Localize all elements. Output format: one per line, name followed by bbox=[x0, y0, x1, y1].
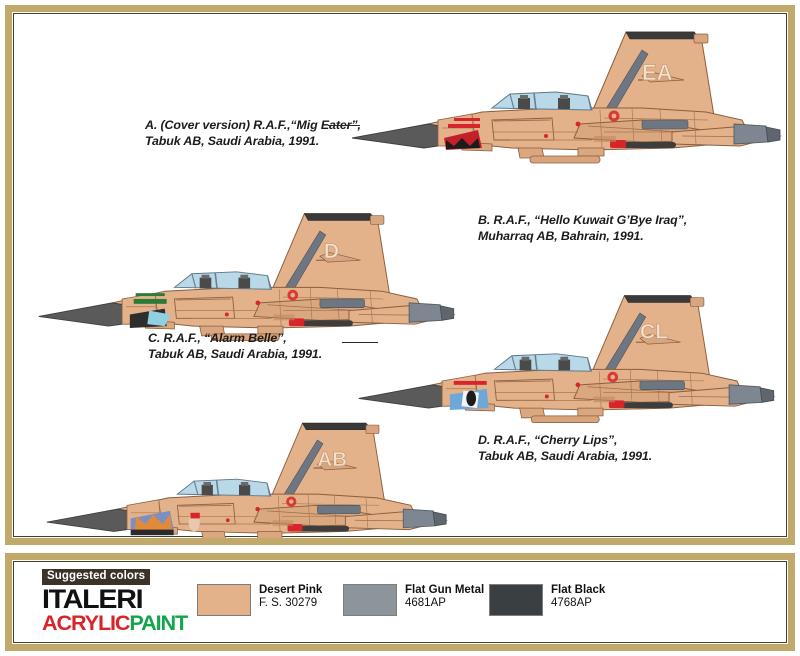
swatch-name-desert-pink: Desert Pink bbox=[259, 584, 323, 596]
leader-line-a bbox=[328, 125, 360, 126]
tail-code-d: AB bbox=[317, 448, 347, 471]
nose-art-b bbox=[129, 293, 171, 329]
aircraft-profile-a: EA bbox=[342, 20, 788, 185]
italeri-brand-name: ITALERI bbox=[42, 584, 144, 614]
swatch-chip-flat-gun-metal bbox=[343, 584, 397, 616]
nose-art-c bbox=[449, 380, 489, 411]
swatch-text-flat-gun-metal: Flat Gun Metal 4681AP bbox=[405, 584, 484, 610]
tail-code-c: CL bbox=[640, 319, 668, 343]
aircraft-profile-b: D bbox=[22, 202, 484, 362]
aircraft-profile-d: AB bbox=[22, 412, 484, 538]
profiles-panel-body: EA D bbox=[12, 12, 788, 538]
nose-art-a bbox=[444, 118, 482, 150]
tail-code-a: EA bbox=[642, 60, 673, 85]
nose-art-d bbox=[130, 510, 200, 536]
swatch-code-flat-black: 4768AP bbox=[551, 597, 592, 609]
swatch-chip-desert-pink bbox=[197, 584, 251, 616]
caption-c: C. R.A.F., “Alarm Belle”, Tabuk AB, Saud… bbox=[148, 331, 323, 361]
leader-line-c bbox=[342, 342, 378, 343]
swatch-name-flat-gun-metal: Flat Gun Metal bbox=[405, 584, 485, 596]
acrylic-paint-wordmark: ACRYLICPAINT bbox=[42, 612, 188, 635]
tail-code-b: D bbox=[324, 239, 339, 263]
caption-d: D. R.A.F., “Cherry Lips”, Tabuk AB, Saud… bbox=[478, 433, 653, 463]
swatch-chip-flat-black bbox=[489, 584, 543, 616]
color-swatch-flat-gun-metal: Flat Gun Metal 4681AP bbox=[343, 584, 484, 616]
swatch-code-desert-pink: F. S. 30279 bbox=[259, 597, 318, 609]
acrylic-word: ACRYLIC bbox=[42, 612, 131, 635]
profiles-panel: EA D bbox=[5, 5, 795, 545]
caption-b: B. R.A.F., “Hello Kuwait G’Bye Iraq”, Mu… bbox=[478, 213, 688, 243]
swatch-code-flat-gun-metal: 4681AP bbox=[405, 597, 446, 609]
suggested-colors-label: Suggested colors bbox=[42, 569, 151, 585]
italeri-logo: Suggested colors ITALERI ACRYLICPAINT bbox=[42, 566, 188, 635]
color-swatch-flat-black: Flat Black 4768AP bbox=[489, 584, 605, 616]
aircraft-profile-c: CL bbox=[342, 284, 788, 444]
caption-a: A. (Cover version) R.A.F.,“Mig Eater”, T… bbox=[145, 118, 361, 148]
paint-word: PAINT bbox=[129, 612, 188, 635]
swatch-name-flat-black: Flat Black bbox=[551, 584, 606, 596]
swatch-text-flat-black: Flat Black 4768AP bbox=[551, 584, 605, 610]
color-swatch-desert-pink: Desert Pink F. S. 30279 bbox=[197, 584, 322, 616]
swatch-text-desert-pink: Desert Pink F. S. 30279 bbox=[259, 584, 322, 610]
